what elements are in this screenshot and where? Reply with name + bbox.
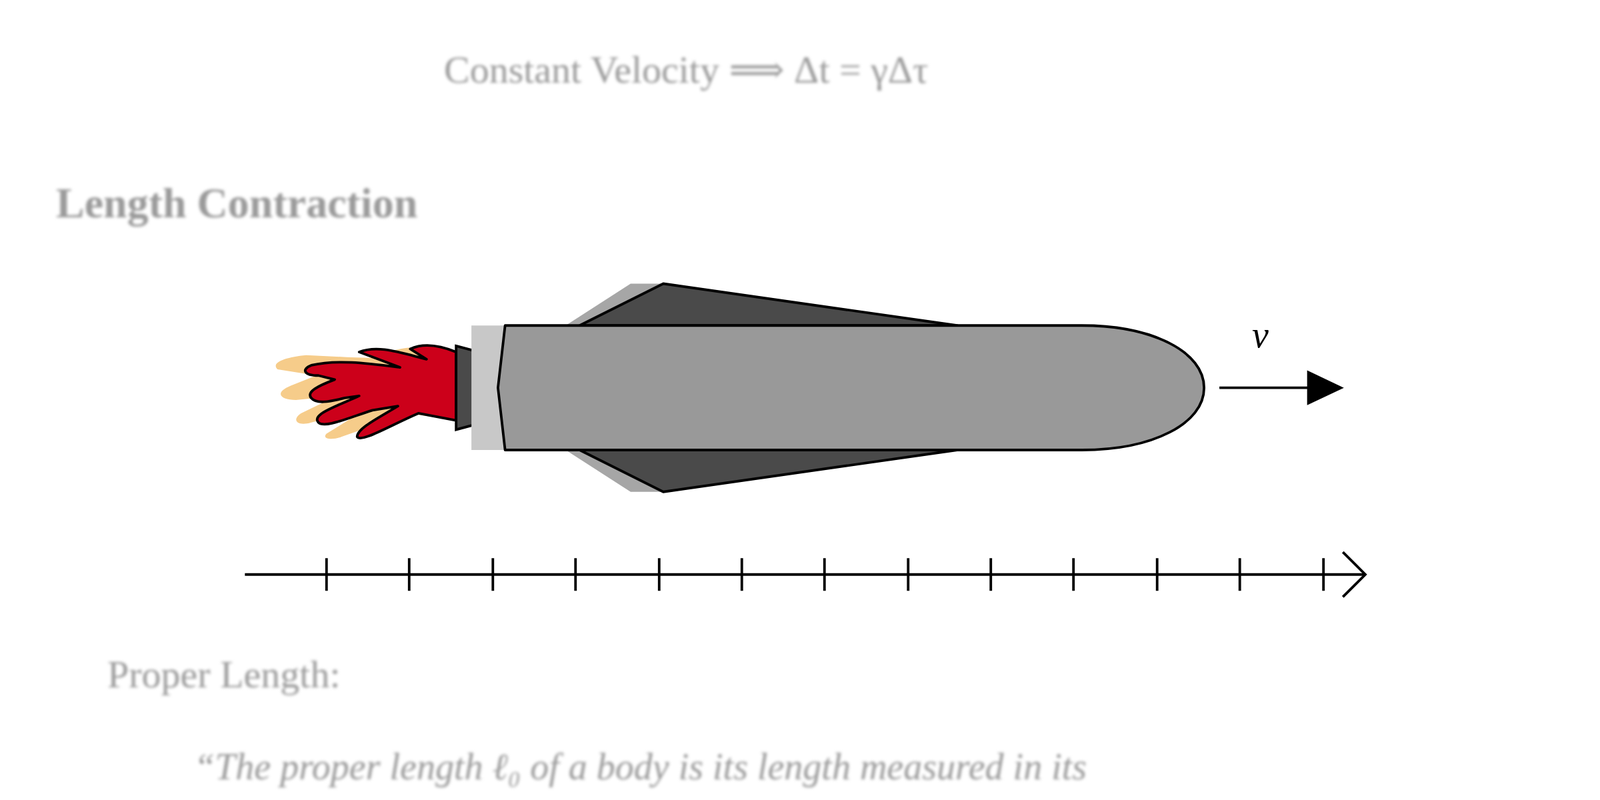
definition-heading: Proper Length: xyxy=(107,652,341,697)
ruler-arrowhead xyxy=(1342,552,1366,597)
equation-text: Constant Velocity ⟹ Δt = γΔτ xyxy=(444,46,928,92)
velocity-label: v xyxy=(1252,313,1269,356)
section-heading: Length Contraction xyxy=(56,178,418,228)
velocity-arrowhead xyxy=(1307,370,1344,406)
rocket-flame xyxy=(305,345,456,438)
ruler-ticks xyxy=(326,558,1324,591)
velocity-arrow xyxy=(1219,386,1312,390)
rocket-fin xyxy=(579,450,957,492)
rocket-body xyxy=(498,325,1204,450)
rocket-fin xyxy=(579,284,957,326)
definition-quote: “The proper length ℓ₀ of a body is its l… xyxy=(194,745,1087,788)
ruler-axis xyxy=(244,573,1364,576)
